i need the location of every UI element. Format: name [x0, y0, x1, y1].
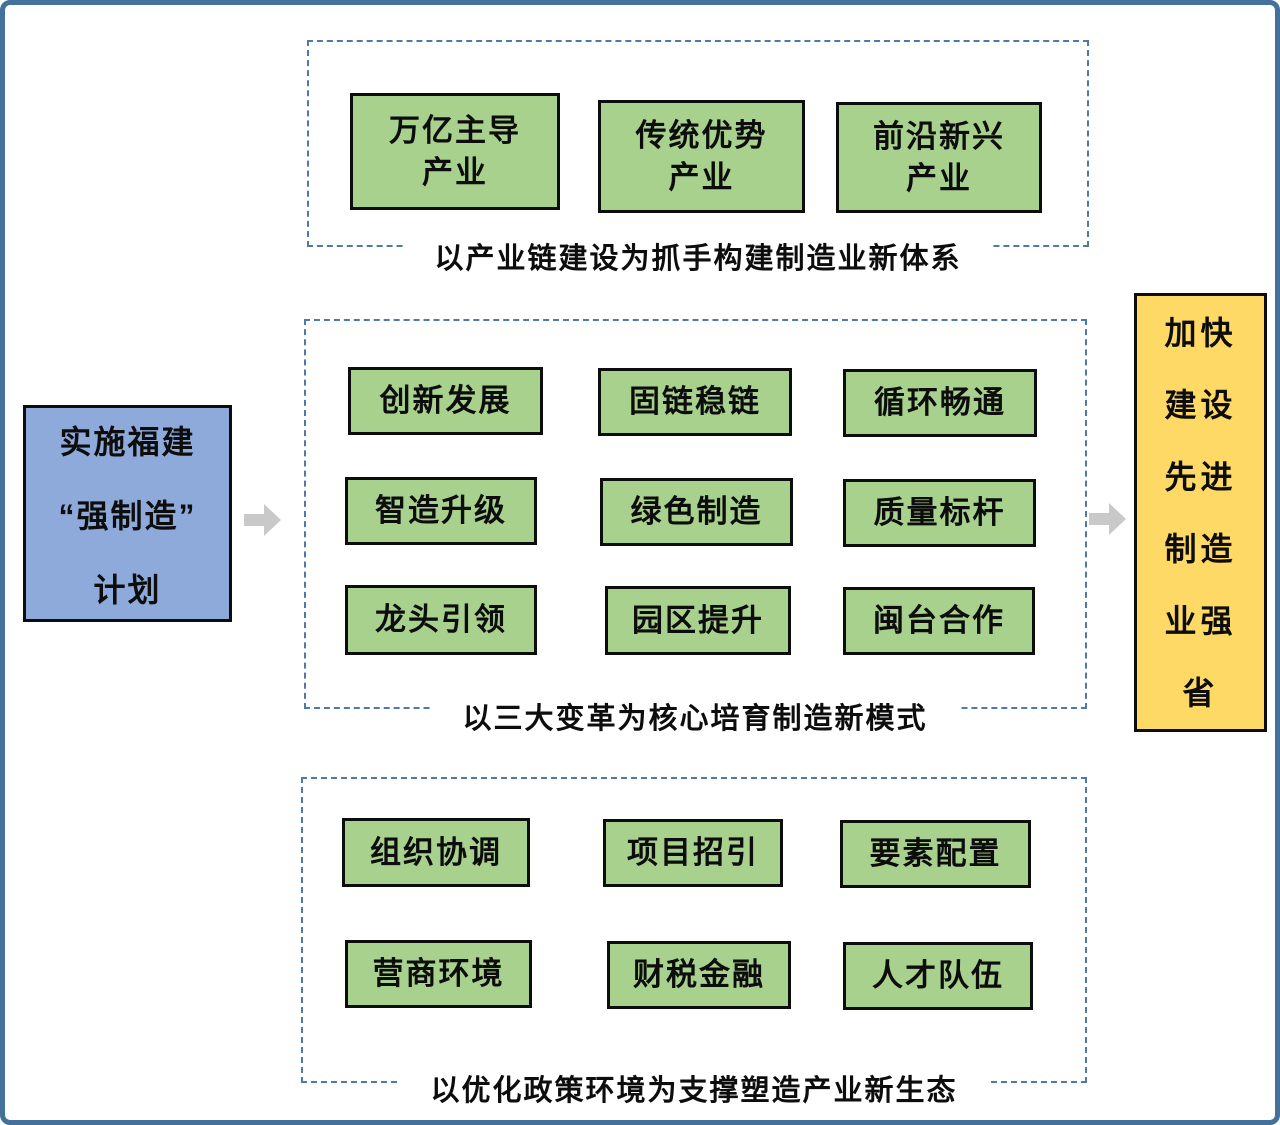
- box-factor-allocation: 要素配置: [840, 820, 1031, 888]
- box-green-manufacturing: 绿色制造: [600, 478, 793, 546]
- box-quality-benchmark: 质量标杆: [843, 479, 1036, 547]
- target-box-line: 制造: [1164, 530, 1237, 567]
- flow-arrow-icon: [244, 504, 281, 536]
- target-box-line: 业强: [1164, 602, 1237, 639]
- box-organizational-coordination: 组织协调: [342, 818, 530, 887]
- box-trillion-leading-industries: 万亿主导 产业: [350, 93, 560, 210]
- source-box-line: “强制造”: [58, 497, 197, 534]
- box-fiscal-tax-finance: 财税金融: [607, 941, 791, 1009]
- box-traditional-advantage-industries: 传统优势 产业: [598, 100, 805, 213]
- target-box-line: 加快: [1164, 314, 1237, 351]
- box-project-attraction: 项目招引: [603, 819, 783, 887]
- target-box-line: 先进: [1164, 458, 1237, 495]
- box-circulation-smoothness: 循环畅通: [843, 369, 1037, 437]
- flow-arrow-icon: [1089, 503, 1126, 535]
- box-chain-consolidation: 固链稳链: [598, 368, 792, 436]
- box-innovation-development: 创新发展: [348, 367, 543, 435]
- box-talent-team: 人才队伍: [843, 942, 1033, 1010]
- source-box-line: 计划: [93, 571, 162, 608]
- source-box: 实施福建 “强制造” 计划: [23, 405, 232, 622]
- target-box-line: 建设: [1164, 386, 1237, 423]
- box-park-improvement: 园区提升: [605, 586, 791, 655]
- section-industry-chain-caption: 以产业链建设为抓手构建制造业新体系: [404, 227, 992, 291]
- box-business-environment: 营商环境: [345, 940, 532, 1008]
- box-leading-enterprises: 龙头引领: [345, 585, 537, 655]
- box-smart-manufacturing-upgrade: 智造升级: [345, 477, 537, 545]
- box-fujian-taiwan-cooperation: 闽台合作: [843, 587, 1035, 655]
- box-frontier-emerging-industries: 前沿新兴 产业: [836, 102, 1042, 213]
- target-box: 加快 建设 先进 制造 业强 省: [1134, 293, 1267, 732]
- source-box-line: 实施福建: [59, 423, 196, 460]
- target-box-line: 省: [1182, 674, 1219, 711]
- section-policy-environment-caption: 以优化政策环境为支撑塑造产业新生态: [400, 1059, 988, 1120]
- section-three-reforms-caption: 以三大变革为核心培育制造新模式: [432, 687, 958, 751]
